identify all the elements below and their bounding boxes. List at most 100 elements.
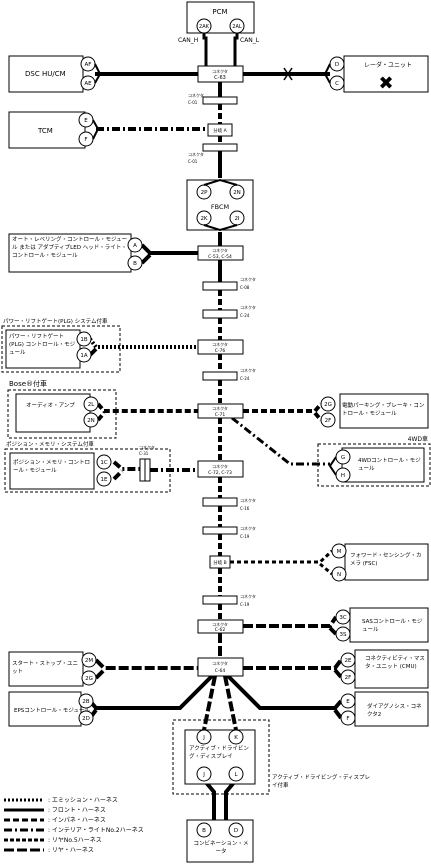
pin-sas-1: 3C [335, 609, 351, 625]
wire-epb-b [313, 411, 323, 422]
wire-memory-b [112, 469, 124, 481]
legend-label-interior: : インテリア・ライトNo.2ハーネス [48, 827, 144, 834]
fsc-module [344, 543, 429, 581]
branch-a-label: 分岐 A [213, 127, 227, 134]
connector-c24a [202, 309, 238, 319]
pin-meter-1: B [196, 822, 212, 838]
branch-b-label: 分岐 B [213, 559, 227, 566]
pin-dsd-4: L [228, 766, 244, 782]
pin-dsd-1-label: J [202, 735, 205, 741]
connector-c76 [197, 339, 244, 355]
branch-a [207, 123, 233, 137]
pin-fsc-1-label: M [337, 549, 342, 555]
wire-awd [231, 416, 330, 466]
connector-c01b [202, 143, 238, 152]
wire-audio [96, 402, 198, 413]
pin-dsc-1: AF [80, 56, 96, 72]
connector-c08-id: C-08 [240, 285, 250, 290]
wire-fsc [230, 549, 334, 564]
pin-dsd-3-label: J [202, 772, 205, 778]
connector-c01b-id: C-01 [188, 159, 198, 164]
audio-group-label: Bose®付車 [9, 379, 47, 388]
awd-module [341, 447, 425, 483]
dsc-label: DSC HU/CM [25, 70, 66, 78]
pin-plg-1-label: 1B [80, 337, 87, 343]
epb-label: 電動パーキング・ブレーキ・コントロール・モジュール [342, 403, 425, 417]
connector-c08-label: コネクタ [240, 276, 256, 282]
connector-c7273-id: C-72, C-73 [208, 470, 232, 476]
radar-fault-icon: ✖ [378, 73, 393, 94]
dsd-label: アクティブ・ドライビング・ディスプレイ [189, 746, 249, 760]
connector-boxes: コネクタ C-63 コネクタ C-01 分岐 A コネクタ C-01 コネクタ … [139, 65, 256, 677]
pins: 2AK 2AL AF AE D C E F 2P 2N 2K 2I A B 1B… [76, 18, 356, 838]
connector-c63-id: C-63 [214, 75, 226, 81]
connector-c19a-label: コネクタ [240, 525, 256, 531]
pin-meter-2-label: D [234, 828, 238, 834]
pin-eps-2: 2D [78, 710, 94, 726]
connector-c16-label: コネクタ [240, 497, 256, 503]
wire-pcm-l [233, 33, 239, 66]
pin-fbcm-2: 2N [229, 184, 245, 200]
tcm-pin-bracket [92, 119, 100, 140]
pin-sas-2-label: 3S [340, 632, 347, 638]
memory-module [9, 452, 95, 490]
connector-c24b-id: C-24 [240, 376, 250, 381]
pin-plg-2: 1A [76, 347, 92, 363]
pin-meter-1-label: B [202, 828, 206, 834]
pin-als-2-label: B [133, 261, 137, 267]
pin-tcm-2: F [78, 131, 94, 147]
can-h-label: CAN_H [178, 37, 198, 44]
pin-dsd-1: J [196, 729, 212, 745]
pin-tcm-1-label: E [84, 118, 88, 124]
wire-fsc-b [319, 562, 333, 576]
pin-awd-1: G [335, 449, 351, 465]
plg-label-wrap: パワー・リフトゲート(PLG) コントロール・モジュール [9, 334, 75, 356]
epb-label-wrap: 電動パーキング・ブレーキ・コントロール・モジュール [342, 403, 425, 417]
legend-label-front: : フロント・ハーネス [48, 807, 106, 814]
pin-fsc-2: N [331, 566, 347, 582]
connector-c01a-id: C-01 [188, 100, 198, 105]
pin-dlc-2: F [340, 710, 356, 726]
startstop-label: スタート・ストップ・ユニット [12, 661, 79, 675]
connector-c19a [202, 526, 238, 535]
wire-ss-b [94, 668, 106, 680]
wire-epb [243, 402, 323, 413]
pin-dsc-2: AE [80, 75, 96, 91]
broken-wire-mark [283, 67, 293, 81]
pin-awd-1-label: G [341, 455, 345, 461]
dsc-pin-bracket [94, 63, 102, 84]
pin-dsd-2: K [228, 729, 244, 745]
branch-b [209, 555, 231, 569]
wires [88, 33, 343, 832]
audio-label-wrap: オーディオ・アンプ [26, 403, 75, 409]
tcm-module [8, 111, 86, 149]
sas-module [349, 607, 429, 643]
plg-group-label: パワー・リフトゲート(PLG) システム付車 [3, 317, 108, 325]
pin-ss-2-label: 2G [85, 676, 93, 682]
wire-eps [88, 674, 214, 710]
pin-eps-1: 2B [78, 693, 94, 709]
pin-dsd-2-label: K [234, 735, 238, 741]
connector-c19b-label: コネクタ [240, 593, 256, 599]
pin-plg-1: 1B [76, 331, 92, 347]
connector-c62-id: C-62 [215, 627, 226, 633]
pin-sas-2: 3S [335, 626, 351, 642]
pin-cmu-1: 2E [340, 652, 356, 668]
connector-c24b-label: コネクタ [240, 367, 256, 373]
wire-dlc-b [333, 708, 343, 720]
awd-group-label: 4WD車 [408, 435, 428, 443]
pin-als-1-label: A [133, 243, 137, 249]
wire-dsd-2 [223, 675, 238, 731]
connector-c5354-label: コネクタ [212, 247, 228, 253]
pin-meter-2: D [228, 822, 244, 838]
pin-audio-1-label: 2L [88, 402, 95, 408]
pin-cmu-2: 2F [340, 669, 356, 685]
connector-c16-id: C-16 [240, 506, 250, 511]
cmu-module [354, 649, 429, 689]
wire-dlc [226, 674, 343, 710]
als-label-wrap: オート・レベリング・コントロール・モジュール または アダプティブLED ヘッド… [12, 237, 127, 259]
awd-label: 4WDコントロール・モジュール [358, 458, 421, 472]
connector-c01a-label: コネクタ [188, 92, 204, 98]
connector-c01b-label: コネクタ [188, 151, 204, 157]
